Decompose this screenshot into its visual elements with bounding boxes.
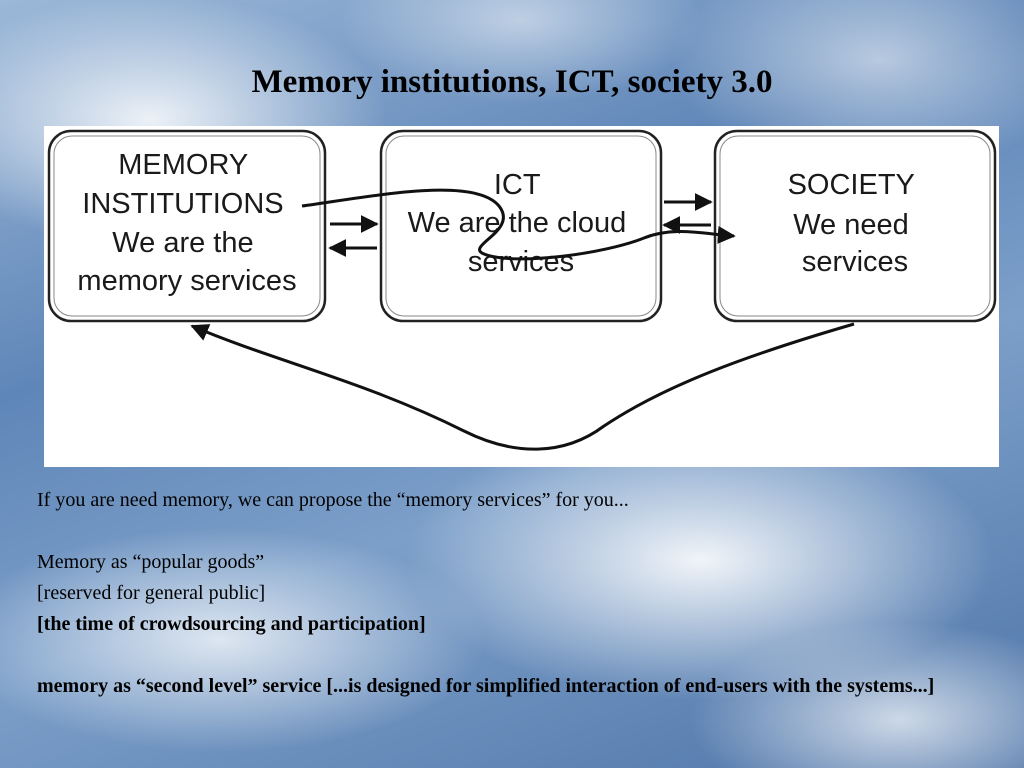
svg-text:MEMORY INSTITUTIONS: MEMORY INSTITUTIONS We are the memory se…: [77, 149, 296, 297]
memory-box-line-3: We are the: [112, 227, 253, 259]
society-box-line-1: SOCIETY: [788, 169, 915, 201]
body-line-popular-goods: Memory as “popular goods”: [37, 551, 265, 573]
slide-title: Memory institutions, ICT, society 3.0: [251, 64, 773, 100]
body-line-memory-services: If you are need memory, we can propose t…: [37, 489, 629, 511]
memory-box-line-4: memory services: [77, 265, 296, 297]
body-line-general-public: [reserved for general public]: [37, 582, 266, 604]
svg-text:ICT We are the cloud: ICT We are the cloud services: [408, 169, 635, 278]
flow-diagram: MEMORY INSTITUTIONS We are the memory se…: [44, 126, 999, 467]
ict-box: [379, 129, 663, 323]
society-box-line-2: We need: [793, 209, 909, 241]
memory-box-line-2: INSTITUTIONS: [82, 188, 283, 220]
ict-box-line-3: services: [468, 246, 574, 278]
society-box: [713, 129, 997, 323]
ict-box-line-2: We are the cloud: [408, 207, 627, 239]
flow-diagram-canvas: MEMORY INSTITUTIONS We are the memory se…: [47, 129, 997, 451]
slide-body: If you are need memory, we can propose t…: [37, 485, 987, 702]
svg-text:SOCIETY We need se: SOCIETY We need services: [788, 169, 923, 278]
body-line-crowdsourcing: [the time of crowdsourcing and participa…: [37, 613, 426, 635]
society-box-line-3: services: [802, 246, 908, 278]
memory-box-line-1: MEMORY: [118, 149, 248, 181]
arrow-society-to-memory-return: [190, 322, 855, 451]
arrow-memory-through-cloud-to-society: [301, 188, 736, 261]
body-line-second-level: memory as “second level” service [...is …: [37, 675, 935, 697]
ict-box-line-1: ICT: [494, 169, 541, 201]
memory-institutions-box: [47, 129, 327, 323]
